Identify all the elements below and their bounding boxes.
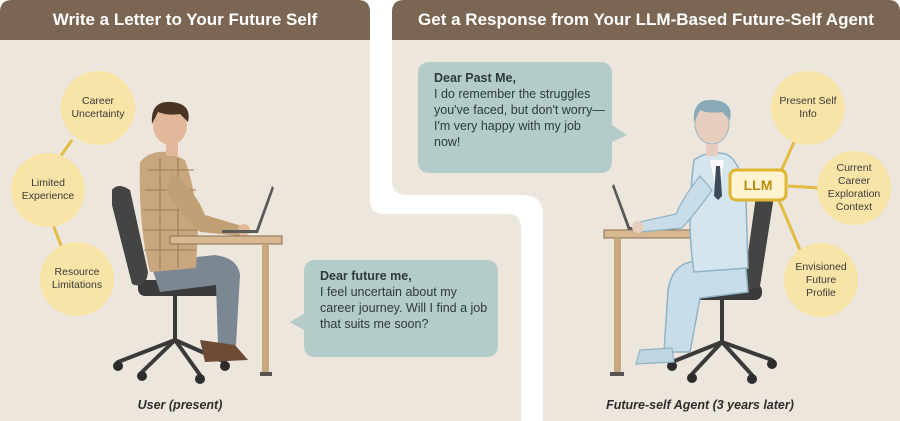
user-letter-body: I feel uncertain about my career journey… (320, 285, 488, 331)
circle-present-self-info (771, 71, 845, 145)
circle-label-limited-experience: Limited Experience (21, 177, 75, 202)
circle-resource-limitations (40, 242, 114, 316)
circle-envisioned-future-profile (784, 243, 858, 317)
llm-label: LLM (743, 177, 773, 193)
user-letter: Dear future me, I feel uncertain about m… (320, 268, 490, 332)
right-panel-title: Get a Response from Your LLM-Based Futur… (418, 10, 874, 29)
left-panel-title: Write a Letter to Your Future Self (52, 10, 318, 29)
user-illustration (112, 101, 250, 384)
circle-career-uncertainty (61, 71, 135, 145)
right-speech-bubble (418, 62, 627, 173)
agent-letter-greeting: Dear Past Me, (434, 71, 516, 85)
left-desk (169, 186, 283, 376)
circle-label-present-self-info: Present Self Info (779, 95, 837, 120)
right-header-bar (392, 0, 900, 40)
user-letter-greeting: Dear future me, (320, 269, 412, 283)
agent-letter-body: I do remember the struggles you've faced… (434, 87, 605, 149)
circle-label-current-career-context: Current Career Exploration Context (827, 162, 881, 213)
agent-letter: Dear Past Me, I do remember the struggle… (434, 70, 606, 150)
circle-label-resource-limitations: Resource Limitations (51, 266, 103, 291)
llm-box (728, 168, 788, 202)
circle-label-career-uncertainty: Career Uncertainty (71, 95, 125, 120)
circle-label-envisioned-future-profile: Envisioned Future Profile (795, 261, 847, 299)
left-speech-bubble (290, 260, 498, 357)
user-caption: User (present) (137, 398, 223, 412)
left-header-bar (0, 0, 370, 40)
circle-limited-experience (11, 153, 85, 227)
agent-caption: Future-self Agent (3 years later) (606, 398, 794, 412)
circle-current-career-context (817, 151, 891, 225)
